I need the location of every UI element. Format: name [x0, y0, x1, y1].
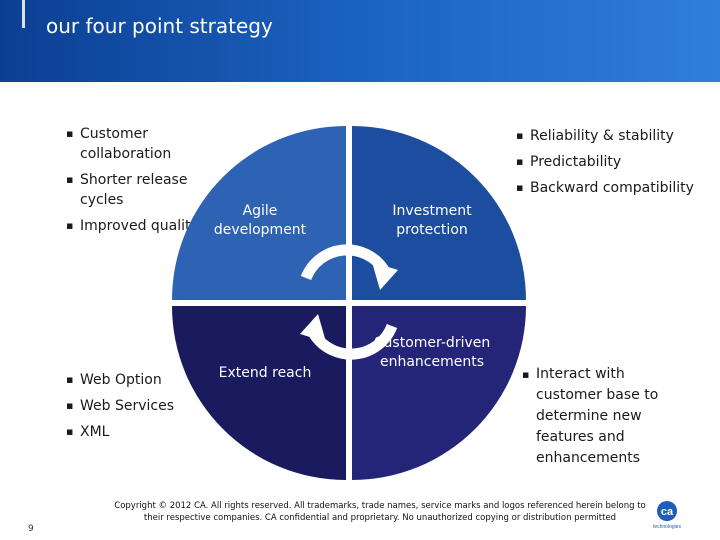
- bullet-item: Shorter release cycles: [66, 170, 206, 210]
- quadrant-label-investment: Investment protection: [392, 203, 472, 238]
- left-bottom-bullet-list: Web Option Web Services XML: [66, 370, 206, 448]
- bullet-item: XML: [66, 422, 206, 442]
- copyright-text: Copyright © 2012 CA. All rights reserved…: [114, 501, 646, 523]
- ca-logo-icon: ca technologies: [648, 500, 686, 530]
- quadrant-bottom-right: [352, 306, 526, 480]
- quadrant-label-extend-reach: Extend reach: [218, 365, 312, 381]
- quadrant-label-agile: Agile development: [213, 203, 307, 238]
- quadrant-label-customer-driven: Customer-driven enhancements: [373, 335, 491, 370]
- slide-header: our four point strategy: [0, 0, 720, 82]
- slide-title: our four point strategy: [46, 14, 273, 38]
- header-accent: [22, 0, 25, 28]
- bullet-item: Interact with customer base to determine…: [522, 364, 682, 469]
- right-top-bullet-list: Reliability & stability Predictability B…: [516, 126, 696, 204]
- bullet-item: Improved quality: [66, 216, 206, 236]
- logo-subtext: technologies: [653, 524, 682, 530]
- bullet-item: Web Services: [66, 396, 206, 416]
- bullet-item: Reliability & stability: [516, 126, 696, 146]
- bullet-item: Customer collaboration: [66, 124, 206, 164]
- right-bottom-bullet-list: Interact with customer base to determine…: [522, 364, 682, 475]
- bullet-item: Backward compatibility: [516, 178, 696, 198]
- page-number: 9: [28, 524, 34, 534]
- bullet-item: Predictability: [516, 152, 696, 172]
- bullet-item: Web Option: [66, 370, 206, 390]
- left-top-bullet-list: Customer collaboration Shorter release c…: [66, 124, 206, 242]
- logo-text: ca: [661, 506, 674, 518]
